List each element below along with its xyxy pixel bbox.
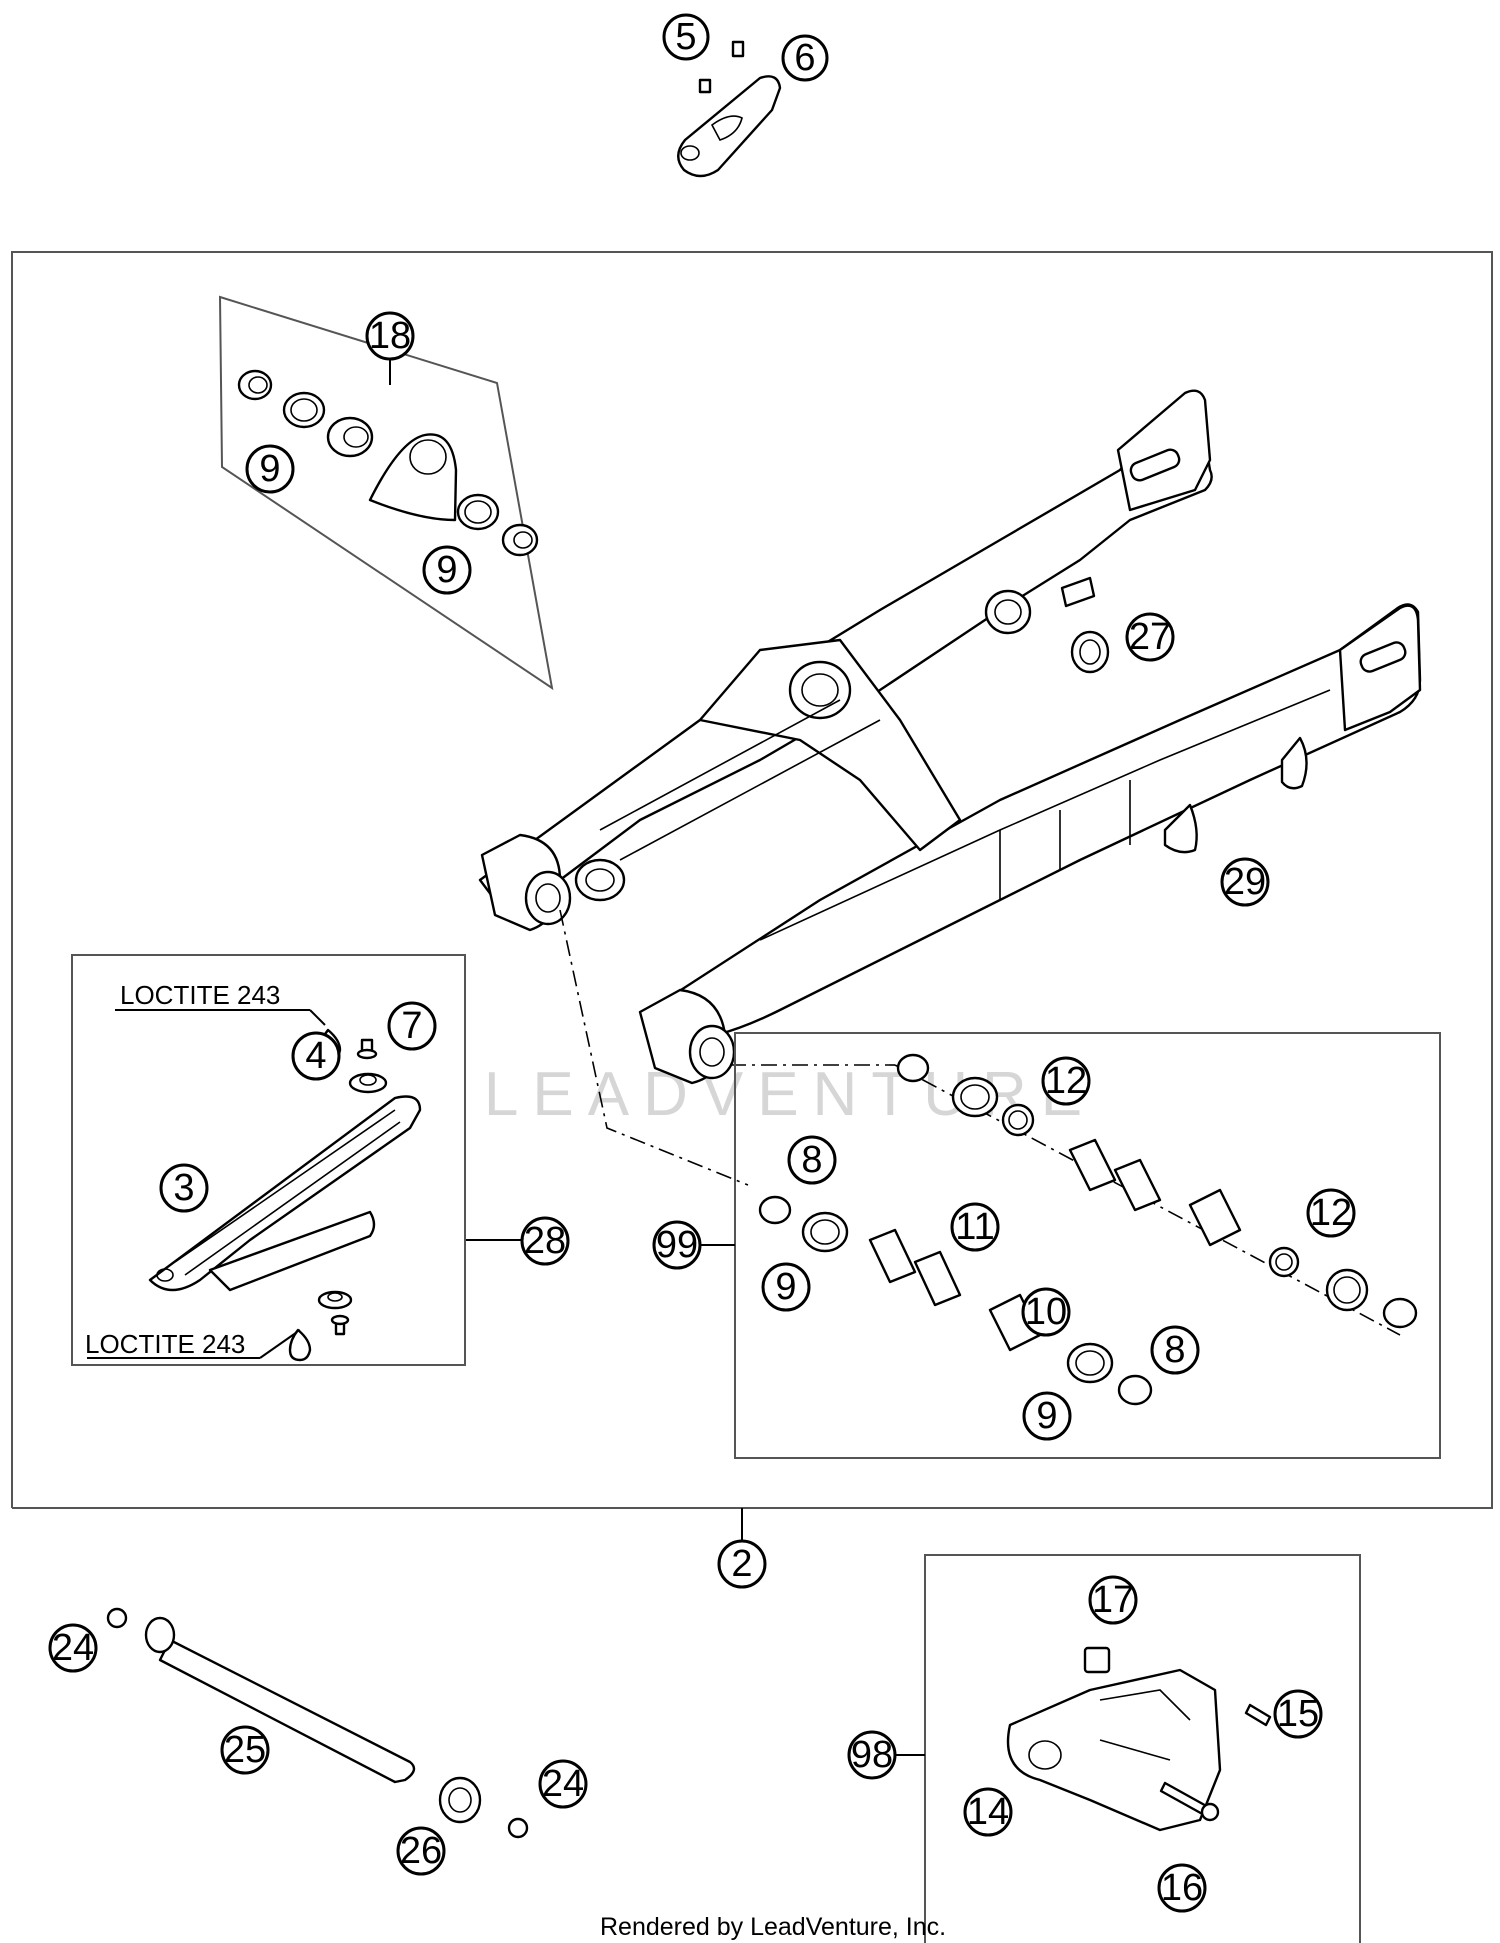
callout-26: 26: [396, 1826, 446, 1876]
svg-text:9: 9: [259, 448, 280, 490]
callout-4: 4: [291, 1031, 341, 1081]
svg-text:9: 9: [775, 1266, 796, 1308]
callout-24-a: 24: [48, 1623, 98, 1673]
swingarm-assembly-frame: [11, 251, 1493, 1509]
callout-18: 18: [365, 311, 415, 361]
svg-text:99: 99: [656, 1224, 698, 1266]
svg-text:24: 24: [542, 1763, 584, 1805]
bearing-kit-18-parts: [237, 369, 539, 557]
bearing-ring-27: [1070, 630, 1110, 674]
svg-text:28: 28: [524, 1220, 566, 1262]
loctite-note-top: LOCTITE 243: [120, 980, 280, 1010]
washer-4: [348, 1072, 388, 1094]
svg-text:8: 8: [1164, 1329, 1185, 1371]
callout-27: 27: [1125, 612, 1175, 662]
chain-guide-top-part: [677, 40, 782, 178]
svg-text:24: 24: [52, 1627, 94, 1669]
callout-28: 28: [520, 1216, 570, 1266]
svg-text:8: 8: [801, 1139, 822, 1181]
svg-text:29: 29: [1224, 861, 1266, 903]
callout-9-d: 9: [1022, 1391, 1072, 1441]
svg-text:16: 16: [1161, 1867, 1203, 1909]
callout-24-b: 24: [538, 1759, 588, 1809]
svg-text:15: 15: [1277, 1693, 1319, 1735]
svg-text:18: 18: [369, 315, 411, 357]
callout-98: 98: [847, 1730, 897, 1780]
callout-11: 11: [950, 1202, 1000, 1252]
callout-5: 5: [662, 13, 710, 61]
callout-6: 6: [781, 34, 829, 82]
swingarm: [478, 389, 1422, 1085]
svg-text:9: 9: [436, 549, 457, 591]
svg-text:25: 25: [224, 1729, 266, 1771]
svg-text:2: 2: [731, 1543, 752, 1585]
svg-text:98: 98: [851, 1734, 893, 1776]
svg-text:27: 27: [1129, 616, 1171, 658]
washer-lower: [317, 1290, 353, 1310]
svg-text:4: 4: [305, 1035, 326, 1077]
svg-text:9: 9: [1036, 1395, 1057, 1437]
callout-7: 7: [387, 1001, 437, 1051]
callout-12-a: 12: [1041, 1056, 1091, 1106]
screw-7: [356, 1038, 378, 1060]
callout-16: 16: [1157, 1863, 1207, 1913]
chain-slider-3: [148, 1095, 422, 1292]
screw-15: [1244, 1703, 1272, 1727]
svg-text:6: 6: [794, 37, 815, 79]
chain-slider-kit-box-28: [71, 954, 466, 1366]
screw-16: [1159, 1781, 1220, 1822]
svg-text:10: 10: [1025, 1291, 1067, 1333]
svg-text:12: 12: [1045, 1060, 1087, 1102]
svg-text:3: 3: [173, 1167, 194, 1209]
swingarm-axle-25: [106, 1607, 529, 1839]
callout-10: 10: [1021, 1287, 1071, 1337]
svg-text:11: 11: [955, 1206, 994, 1248]
callout-9-a: 9: [245, 444, 295, 494]
clip-17: [1083, 1646, 1111, 1674]
callout-3: 3: [159, 1163, 209, 1213]
callout-25: 25: [220, 1725, 270, 1775]
callout-2: 2: [717, 1539, 767, 1589]
svg-text:26: 26: [400, 1830, 442, 1872]
callout-9-b: 9: [422, 545, 472, 595]
loctite-note-bottom: LOCTITE 243: [85, 1329, 245, 1359]
footer-credit: Rendered by LeadVenture, Inc.: [600, 1913, 946, 1941]
callout-8-b: 8: [1150, 1325, 1200, 1375]
bearing-kit-99-parts: [758, 1053, 1418, 1406]
svg-text:7: 7: [401, 1005, 422, 1047]
callout-9-c: 9: [761, 1262, 811, 1312]
svg-text:14: 14: [967, 1791, 1009, 1833]
svg-text:17: 17: [1092, 1579, 1134, 1621]
chain-guide-kit-box-98: [924, 1554, 1361, 1943]
callout-17: 17: [1088, 1575, 1138, 1625]
callout-99: 99: [652, 1220, 702, 1270]
svg-text:12: 12: [1310, 1192, 1352, 1234]
svg-text:5: 5: [675, 16, 696, 58]
loctite-drop-bottom: [288, 1314, 350, 1362]
callout-8-a: 8: [787, 1135, 837, 1185]
callout-29: 29: [1220, 857, 1270, 907]
callout-14: 14: [963, 1787, 1013, 1837]
callout-12-b: 12: [1306, 1188, 1356, 1238]
callout-15: 15: [1273, 1689, 1323, 1739]
